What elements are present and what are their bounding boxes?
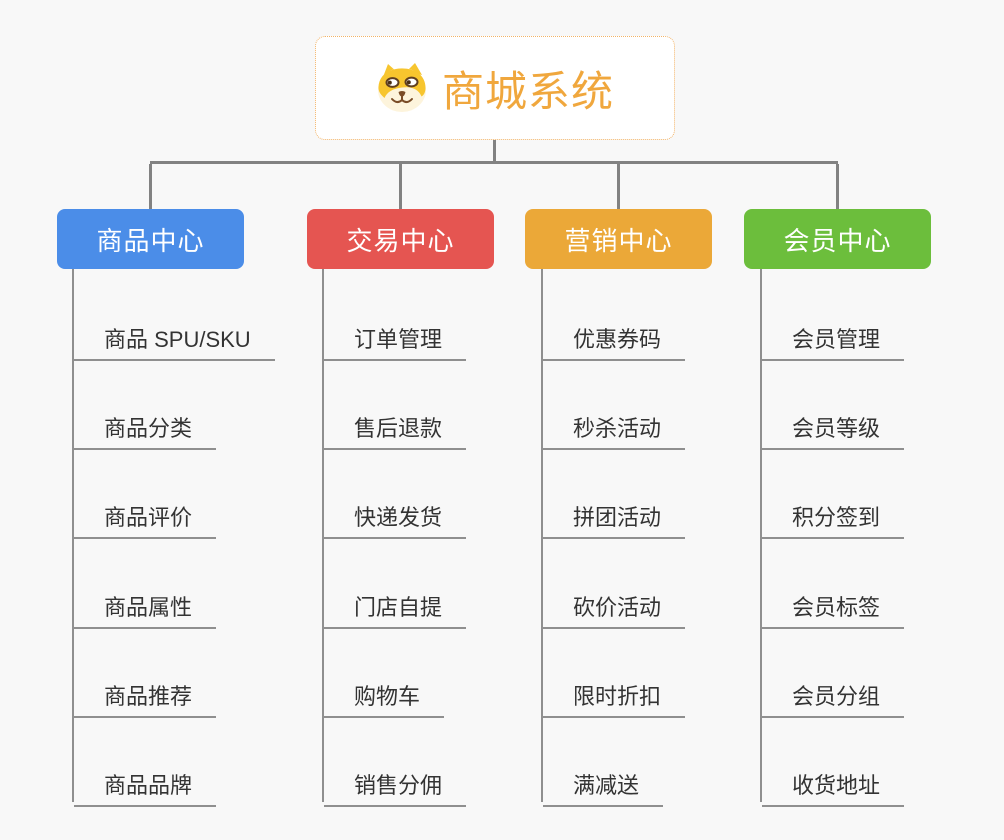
node-label: 售后退款 — [354, 416, 443, 441]
node-label: 会员等级 — [792, 416, 881, 441]
mindmap-node[interactable]: 售后退款 — [324, 407, 467, 450]
branch-node-trade[interactable]: 交易中心 — [307, 209, 494, 269]
mindmap-node[interactable]: 限时折扣 — [543, 675, 686, 718]
child-column-trade: 订单管理 售后退款 快递发货 门店自提 购物车 销售分佣 — [322, 269, 467, 807]
mindmap-node[interactable]: 会员标签 — [762, 586, 905, 629]
mindmap-node[interactable]: 会员管理 — [762, 318, 905, 361]
connector-branch-drop — [617, 164, 620, 209]
node-label: 会员标签 — [792, 595, 881, 620]
child-column-marketing: 优惠券码 秒杀活动 拼团活动 砍价活动 限时折扣 满减送 — [541, 269, 686, 807]
mindmap-node[interactable]: 快递发货 — [324, 496, 467, 539]
mindmap-node[interactable]: 优惠券码 — [543, 318, 686, 361]
mindmap-node[interactable]: 订单管理 — [324, 318, 467, 361]
node-label: 快递发货 — [354, 505, 443, 530]
node-label: 销售分佣 — [354, 773, 443, 798]
node-label: 商品分类 — [104, 416, 193, 441]
branch-label: 商品中心 — [96, 225, 205, 256]
connector-branch-drop — [836, 164, 839, 209]
node-label: 秒杀活动 — [573, 416, 662, 441]
mindmap-node[interactable]: 收货地址 — [762, 764, 905, 807]
node-label: 限时折扣 — [573, 684, 662, 709]
connector-root-drop — [493, 140, 496, 164]
node-label: 会员分组 — [792, 684, 881, 709]
mindmap-node[interactable]: 商品推荐 — [74, 675, 217, 718]
node-label: 收货地址 — [792, 773, 881, 798]
node-label: 商品品牌 — [104, 773, 193, 798]
branch-label: 营销中心 — [564, 225, 673, 256]
child-column-members: 会员管理 会员等级 积分签到 会员标签 会员分组 收货地址 — [760, 269, 905, 807]
node-label: 会员管理 — [792, 327, 881, 352]
mindmap-node[interactable]: 购物车 — [324, 675, 445, 718]
node-label: 购物车 — [354, 684, 421, 709]
mindmap-node[interactable]: 商品评价 — [74, 496, 217, 539]
mindmap-node[interactable]: 会员分组 — [762, 675, 905, 718]
branch-node-products[interactable]: 商品中心 — [57, 209, 244, 269]
mindmap-node[interactable]: 商品 SPU/SKU — [74, 318, 275, 361]
mindmap-node[interactable]: 积分签到 — [762, 496, 905, 539]
mindmap-node[interactable]: 商品品牌 — [74, 764, 217, 807]
node-label: 拼团活动 — [573, 505, 662, 530]
child-column-products: 商品 SPU/SKU 商品分类 商品评价 商品属性 商品推荐 商品品牌 — [72, 269, 275, 807]
root-node[interactable]: 商城系统 — [315, 36, 675, 140]
connector-horizontal — [150, 161, 838, 164]
branch-node-marketing[interactable]: 营销中心 — [525, 209, 712, 269]
node-label: 商品 SPU/SKU — [104, 327, 251, 352]
mindmap-node[interactable]: 销售分佣 — [324, 764, 467, 807]
node-label: 商品推荐 — [104, 684, 193, 709]
node-label: 商品评价 — [104, 505, 193, 530]
node-label: 优惠券码 — [573, 327, 662, 352]
node-label: 订单管理 — [354, 327, 443, 352]
mindmap-node[interactable]: 会员等级 — [762, 407, 905, 450]
connector-branch-drop — [399, 164, 402, 209]
mindmap-node[interactable]: 满减送 — [543, 764, 664, 807]
connector-branch-drop — [149, 164, 152, 209]
mindmap-node[interactable]: 砍价活动 — [543, 586, 686, 629]
node-label: 砍价活动 — [573, 595, 662, 620]
node-label: 满减送 — [573, 773, 640, 798]
root-title: 商城系统 — [441, 67, 614, 115]
node-label: 商品属性 — [104, 595, 193, 620]
mindmap-node[interactable]: 秒杀活动 — [543, 407, 686, 450]
mindmap-node[interactable]: 拼团活动 — [543, 496, 686, 539]
node-label: 积分签到 — [792, 505, 881, 530]
mindmap-node[interactable]: 门店自提 — [324, 586, 467, 629]
mindmap-node[interactable]: 商品属性 — [74, 586, 217, 629]
node-label: 门店自提 — [354, 595, 443, 620]
mindmap-node[interactable]: 商品分类 — [74, 407, 217, 450]
dog-icon — [377, 63, 426, 112]
branch-label: 交易中心 — [346, 225, 455, 256]
branch-label: 会员中心 — [783, 225, 892, 256]
branch-node-members[interactable]: 会员中心 — [744, 209, 931, 269]
